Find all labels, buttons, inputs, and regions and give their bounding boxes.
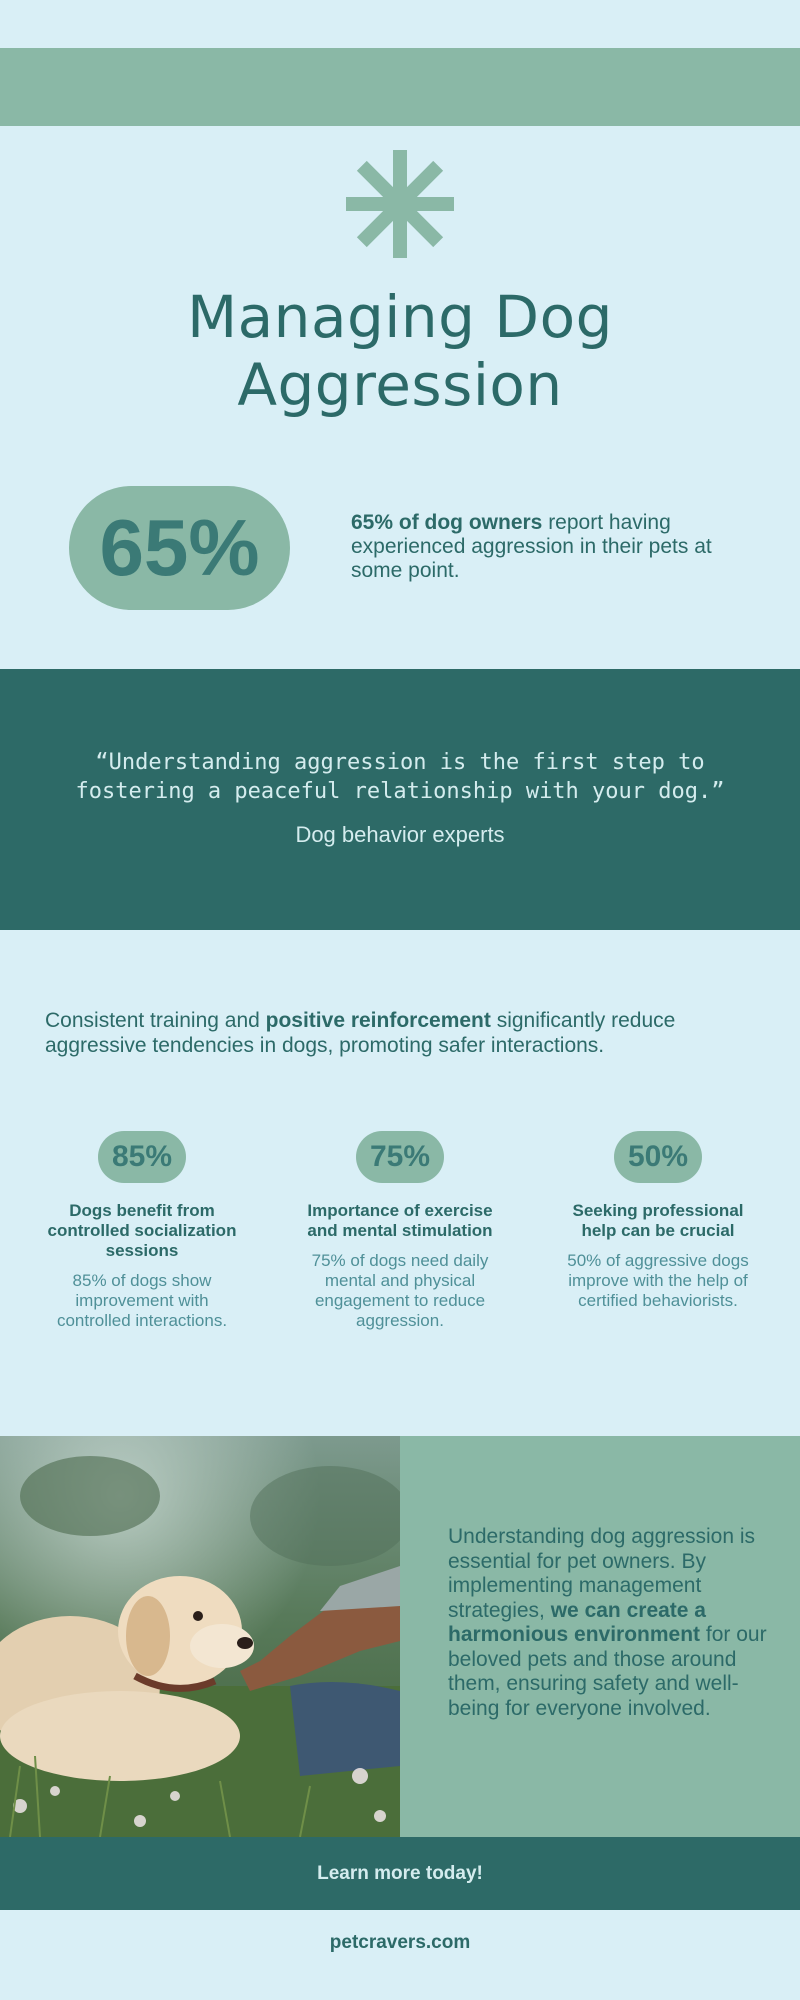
dog-photo bbox=[0, 1436, 400, 1837]
stat-heading: Importance of exercise and mental stimul… bbox=[307, 1201, 493, 1240]
quote-author: Dog behavior experts bbox=[295, 822, 505, 847]
title-line-2: Aggression bbox=[237, 351, 563, 419]
stat-column: 75% Importance of exercise and mental st… bbox=[300, 1131, 500, 1331]
intro-bold: positive reinforcement bbox=[265, 1009, 491, 1032]
hero-stat-badge: 65% bbox=[69, 486, 290, 610]
stat-description: 85% of dogs show improvement with contro… bbox=[56, 1271, 228, 1330]
page-title: Managing Dog Aggression bbox=[0, 283, 800, 419]
intro-pre: Consistent training and bbox=[45, 1009, 266, 1032]
summary-bold: we can create a harmonious environment bbox=[448, 1598, 706, 1647]
hero-stat-bold: 65% of dog owners bbox=[351, 511, 543, 534]
stat-badge: 50% bbox=[613, 1131, 703, 1183]
intro-text: Consistent training and positive reinfor… bbox=[45, 1008, 765, 1058]
stat-column: 85% Dogs benefit from controlled sociali… bbox=[42, 1131, 242, 1331]
stat-description: 75% of dogs need daily mental and physic… bbox=[311, 1251, 489, 1330]
hero-stat-text: 65% of dog owners report having experien… bbox=[351, 511, 741, 583]
quote-text: “Understanding aggression is the first s… bbox=[75, 750, 725, 804]
stat-column: 50% Seeking professional help can be cru… bbox=[558, 1131, 758, 1311]
summary-band bbox=[400, 1436, 800, 1837]
stat-heading: Dogs benefit from controlled socializati… bbox=[47, 1201, 237, 1260]
stat-badge: 85% bbox=[97, 1131, 187, 1183]
intro-post: significantly reduce aggressive tendenci… bbox=[45, 1009, 676, 1057]
cta-band bbox=[0, 1837, 800, 1910]
hero-stat-rest: report having experienced aggression in … bbox=[351, 511, 712, 582]
top-band bbox=[0, 48, 800, 126]
summary-text: Understanding dog aggression is essentia… bbox=[448, 1525, 768, 1721]
quote-band bbox=[0, 669, 800, 930]
stat-description: 50% of aggressive dogs improve with the … bbox=[567, 1251, 749, 1310]
asterisk-icon bbox=[346, 150, 454, 258]
summary-post: for our beloved pets and those around th… bbox=[448, 1623, 767, 1720]
title-line-1: Managing Dog bbox=[187, 283, 613, 351]
summary-pre: Understanding dog aggression is essentia… bbox=[448, 1525, 756, 1622]
footer-site-link[interactable]: petcravers.com bbox=[329, 1932, 471, 1953]
stat-badge: 75% bbox=[355, 1131, 445, 1183]
learn-more-button[interactable]: Learn more today! bbox=[317, 1862, 483, 1884]
stat-heading: Seeking professional help can be crucial bbox=[572, 1201, 744, 1240]
